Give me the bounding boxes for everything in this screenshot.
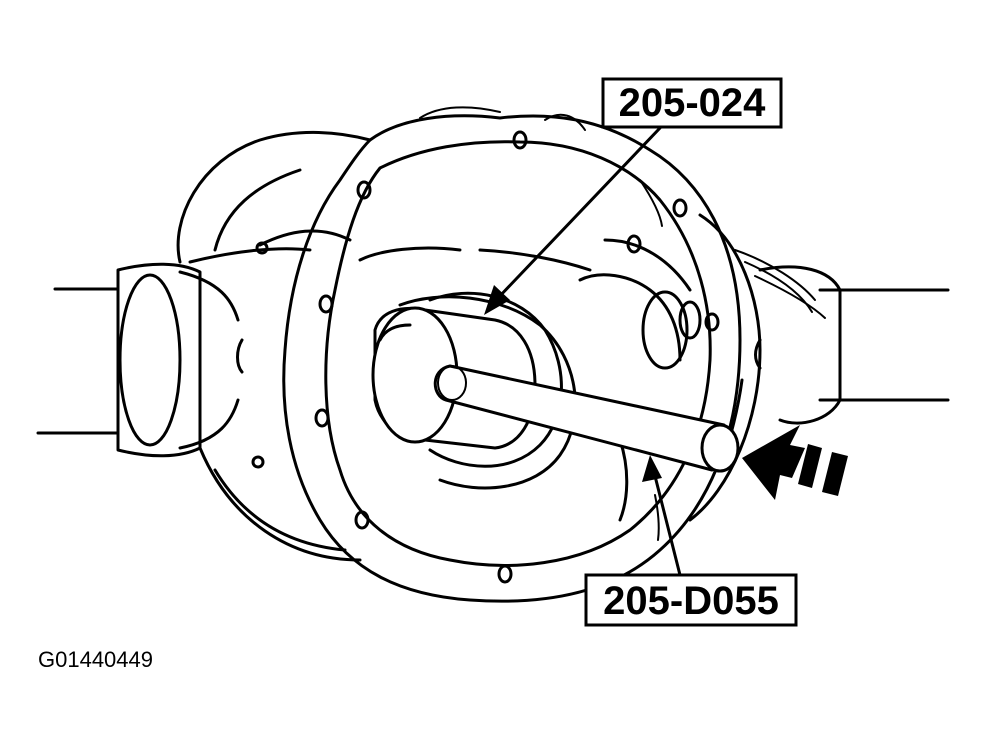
callout-top: 205-024 — [601, 77, 783, 129]
callout-top-label: 205-024 — [619, 81, 767, 125]
right-axle-tube — [734, 249, 950, 425]
callout-bottom: 205-D055 — [584, 573, 798, 627]
callout-bottom-label: 205-D055 — [603, 579, 779, 623]
left-axle-tube — [36, 262, 240, 458]
housing-body — [176, 130, 762, 562]
force-direction-arrow — [742, 425, 848, 500]
driver-handle — [433, 364, 740, 473]
leader-arrowhead-bottom — [642, 455, 662, 482]
leader-line-bottom — [652, 470, 682, 577]
leader-arrowhead-top — [484, 285, 510, 315]
figure-id: G01440449 — [38, 647, 153, 672]
leader-line-top — [496, 126, 662, 300]
cover-flange — [282, 106, 742, 603]
